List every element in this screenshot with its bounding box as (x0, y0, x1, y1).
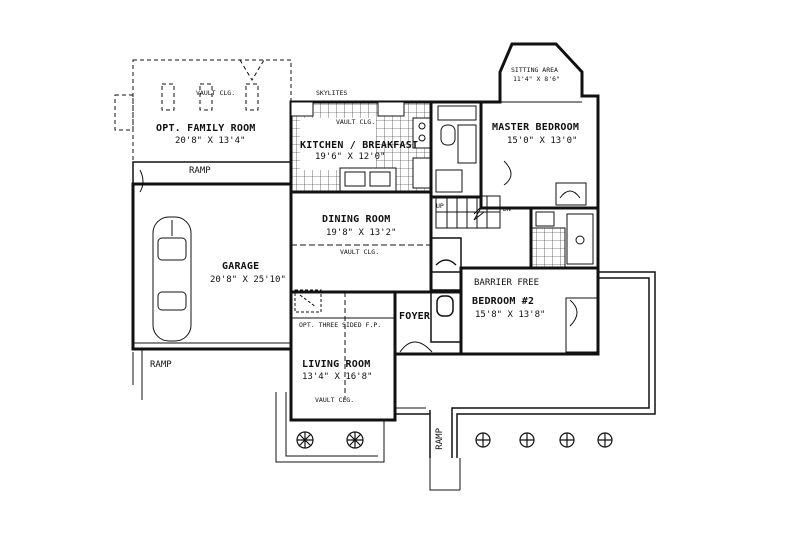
living-room-note: VAULT CLG. (315, 396, 355, 404)
kitchen-dims: 19'6" X 12'0" (315, 152, 386, 162)
ramp-left-label: RAMP (150, 360, 172, 370)
bedroom-2-name: BEDROOM #2 (472, 296, 535, 307)
walkways (275, 392, 461, 491)
dining-room-dims: 19'8" X 13'2" (326, 228, 397, 238)
dining-room-name: DINING ROOM (322, 214, 391, 225)
stair-up-label: UP (436, 202, 444, 210)
ramp-top-label: RAMP (189, 166, 211, 176)
ramp-entry-label: RAMP (435, 428, 445, 450)
kitchen-note: VAULT CLG. (336, 118, 376, 126)
ramp-strip (132, 161, 292, 193)
living-room (289, 290, 397, 422)
master-bedroom-name: MASTER BEDROOM (492, 122, 580, 133)
fireplace-label: OPT. THREE SIDED F.P. (299, 321, 382, 329)
left-ramp (132, 348, 150, 400)
foyer-name: FOYER (399, 311, 431, 322)
family-room (114, 59, 292, 163)
living-room-name: LIVING ROOM (302, 359, 371, 370)
living-room-dims: 13'4" X 16'8" (302, 372, 373, 382)
sitting-area-dims: 11'4" X 8'6" (513, 75, 560, 83)
skylites-label: SKYLITES (316, 89, 348, 97)
master-bedroom-dims: 15'0" X 13'0" (507, 136, 578, 146)
second-bath (529, 206, 600, 270)
car-icon (152, 216, 192, 342)
fireplace (294, 289, 322, 313)
dining-room-note: VAULT CLG. (340, 248, 380, 256)
sitting-area-name: SITTING AREA (511, 66, 558, 74)
stair (435, 195, 501, 229)
garage (131, 182, 293, 351)
family-room-name: OPT. FAMILY ROOM (156, 123, 256, 134)
master-bath (429, 100, 483, 199)
foyer (393, 290, 463, 356)
bedroom-2-dims: 15'8" X 13'8" (475, 310, 546, 320)
kitchen (289, 100, 433, 194)
family-room-note: VAULT CLG. (196, 89, 236, 97)
family-room-dims: 20'8" X 13'4" (175, 136, 246, 146)
garage-dims: 20'8" X 25'10" (210, 275, 286, 285)
porch (395, 271, 656, 458)
hall-closets (430, 237, 462, 343)
dining-room (289, 190, 433, 294)
bedroom-2-label: BARRIER FREE (474, 278, 540, 288)
kitchen-name: KITCHEN / BREAKFAST (300, 140, 419, 151)
stair-down-label: DN (503, 205, 511, 213)
shrubs (296, 431, 613, 449)
garage-name: GARAGE (222, 261, 260, 272)
